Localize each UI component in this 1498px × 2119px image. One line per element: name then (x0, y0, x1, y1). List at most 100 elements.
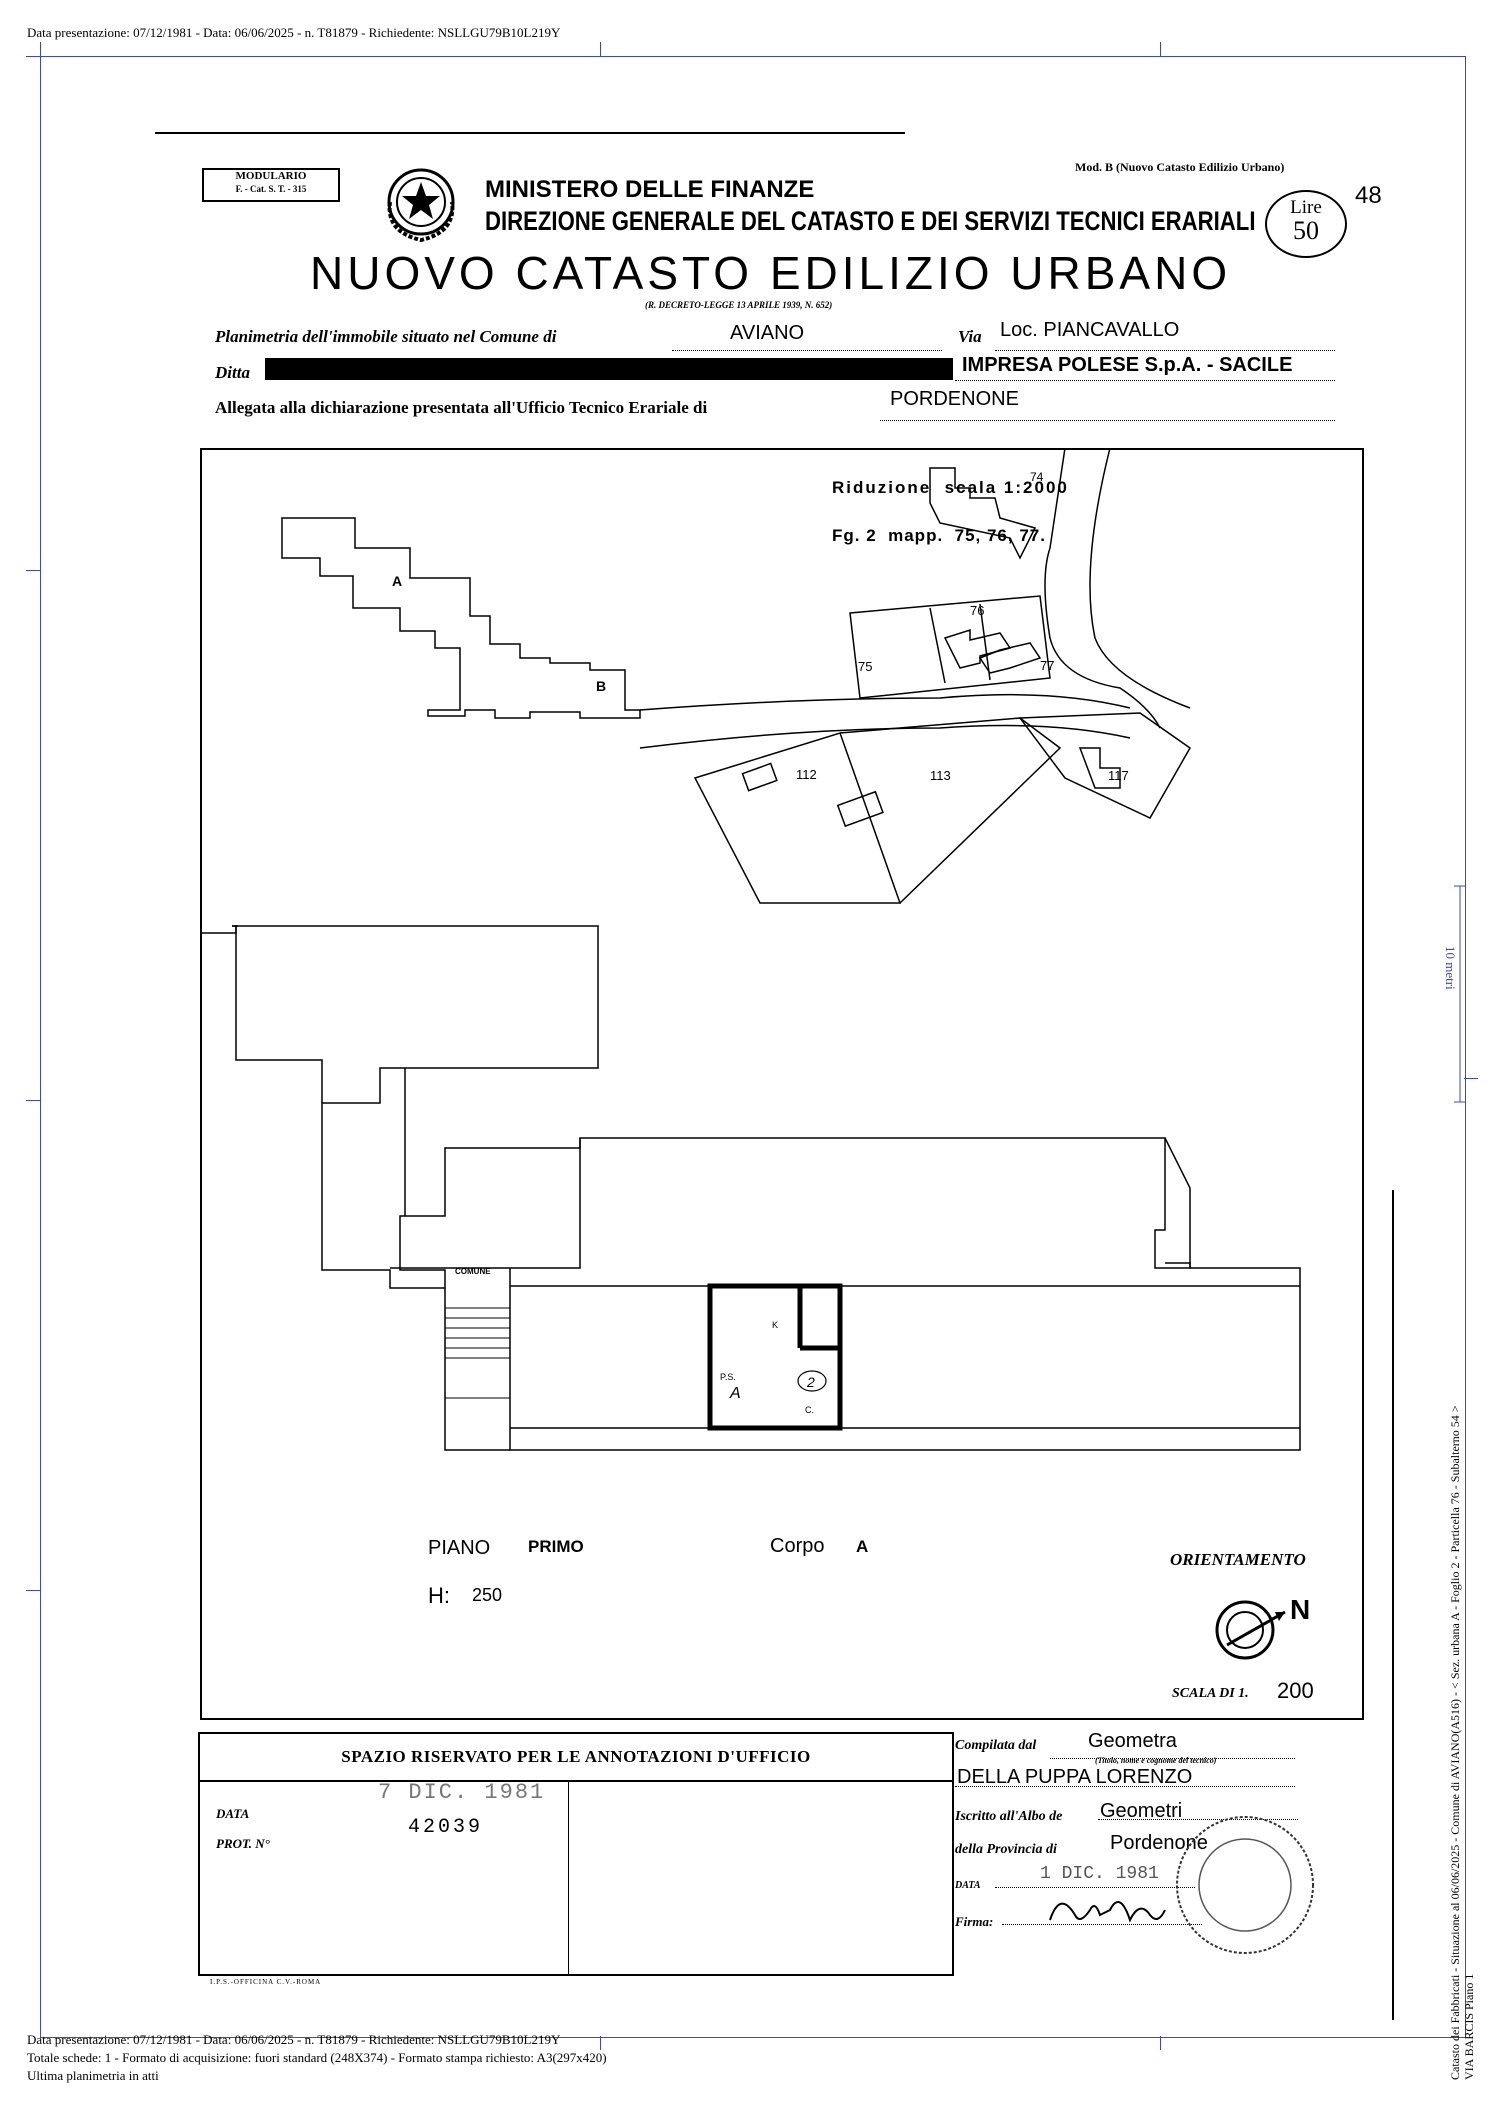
room-c-label: C. (805, 1405, 814, 1415)
direction-title: DIREZIONE GENERALE DEL CATASTO E DEI SER… (485, 206, 1256, 236)
scale-ruler (1454, 885, 1466, 1103)
via-value: Loc. PIANCAVALLO (1000, 319, 1180, 341)
office-data-label: DATA (216, 1806, 250, 1821)
foglio-label: Fg. 2 mapp. 75, 76, 77. (832, 526, 1046, 545)
firma-line (1002, 1922, 1202, 1925)
guide-tick (1160, 42, 1161, 56)
mod-b-label: Mod. B (Nuovo Catasto Edilizio Urbano) (1075, 160, 1285, 174)
ministry-title: MINISTERO DELLE FINANZE (485, 176, 815, 203)
side-text-line2: VIA BARCIS Piano 1 (1462, 1973, 1476, 2080)
office-prot-label: PROT. N° (216, 1836, 270, 1851)
guide-frame (40, 56, 1466, 2038)
parcel-112: 112 (796, 767, 817, 782)
republic-emblem-icon (387, 168, 455, 243)
top-rule (155, 132, 905, 134)
page-number: 48 (1355, 182, 1382, 209)
official-stamp (1176, 1816, 1314, 1954)
albo-value: Geometri (1100, 1800, 1183, 1822)
room-ps-label: P.S. (720, 1372, 736, 1382)
decree-text: (R. DECRETO-LEGGE 13 APRILE 1939, N. 652… (645, 300, 833, 310)
modulario-box: MODULARIO F. - Cat. S. T. - 315 (202, 168, 340, 202)
comune-value: AVIANO (730, 322, 805, 344)
guide-tick (40, 42, 41, 56)
office-data-value: 7 DIC. 1981 (378, 1780, 546, 1805)
ditta-field (955, 362, 1335, 381)
allegata-label: Allegata alla dichiarazione presentata a… (215, 398, 708, 417)
parcel-77: 77 (1040, 658, 1054, 673)
compiler-name: DELLA PUPPA LORENZO (957, 1766, 1193, 1788)
guide-tick (600, 42, 601, 56)
ditta-value: IMPRESA POLESE S.p.A. - SACILE (962, 354, 1293, 376)
parcel-75: 75 (858, 659, 872, 674)
compiler-title-note: (Titolo, nome e cognome del tecnico) (1095, 1756, 1217, 1765)
main-title: NUOVO CATASTO EDILIZIO URBANO (310, 247, 1232, 299)
plan-label-a: A (392, 573, 402, 589)
footer-line3: Ultima planimetria in atti (27, 2068, 159, 2083)
side-text-line1: Catasto dei Fabbricati - Situazione al 0… (1448, 1405, 1462, 2080)
signature-mark (1049, 1901, 1166, 1923)
footer-line1: Data presentazione: 07/12/1981 - Data: 0… (27, 2032, 561, 2047)
guide-tick (1464, 1078, 1478, 1079)
header-line: Data presentazione: 07/12/1981 - Data: 0… (27, 25, 561, 40)
scala-value: 200 (1277, 1678, 1314, 1703)
iscritto-label: Iscritto all'Albo de (955, 1809, 1063, 1824)
corpo-value: A (856, 1537, 869, 1556)
right-margin-line (1392, 1190, 1394, 2020)
lire-label: Lire (1290, 197, 1322, 218)
office-box: SPAZIO RISERVATO PER LE ANNOTAZIONI D'UF… (198, 1732, 954, 1976)
albo-line (1098, 1817, 1298, 1820)
firma-label: Firma: (955, 1914, 994, 1929)
parcel-76: 76 (970, 603, 984, 618)
piano-value: PRIMO (528, 1537, 584, 1556)
room-k-label: K (772, 1320, 778, 1330)
comune-room-label: COMUNE (455, 1267, 491, 1276)
svg-text:A: A (729, 1385, 741, 1402)
plan-frame (200, 448, 1364, 1720)
redaction-bar (265, 358, 953, 380)
guide-tick (1160, 2036, 1161, 2050)
orientamento-label: ORIENTAMENTO (1170, 1550, 1306, 1569)
riduzione-label: Riduzione scala 1:2000 (832, 478, 1069, 497)
north-label: N (1290, 1594, 1311, 1625)
scale-label: 10 metri (1443, 946, 1458, 990)
north-compass-icon (1215, 1600, 1286, 1660)
parcel-113: 113 (930, 768, 951, 783)
compiler-data-line (995, 1885, 1195, 1888)
guide-tick (600, 2036, 601, 2050)
floor-plan-drawing: A B 74 76 75 77 112 113 117 (200, 448, 1301, 1451)
scala-label: SCALA DI 1. (1172, 1686, 1249, 1701)
modulario-line2: F. - Cat. S. T. - 315 (235, 184, 307, 194)
footer-line2: Totale schede: 1 - Formato di acquisizio… (27, 2050, 607, 2065)
guide-tick (26, 570, 40, 571)
compiler-data-label: DATA (955, 1880, 981, 1891)
office-prot-value: 42039 (408, 1816, 484, 1839)
piano-label: PIANO (428, 1537, 491, 1559)
via-field (995, 330, 1335, 351)
ufficio-value: PORDENONE (890, 388, 1019, 410)
office-divider (568, 1780, 569, 1974)
corpo-label: Corpo (770, 1535, 825, 1557)
modulario-line1: MODULARIO (235, 170, 307, 182)
lire-value: 50 (1293, 216, 1319, 245)
comune-field (672, 330, 942, 351)
printer-mark: I.P.S.-OFFICINA C.V.-ROMA (210, 1978, 322, 1986)
provincia-value: Pordenone (1110, 1832, 1208, 1854)
ufficio-field (880, 402, 1335, 421)
ditta-label: Ditta (215, 363, 250, 382)
office-heading: SPAZIO RISERVATO PER LE ANNOTAZIONI D'UF… (200, 1734, 952, 1782)
compiler-data-value: 1 DIC. 1981 (1040, 1864, 1159, 1884)
compilata-field (1050, 1744, 1295, 1759)
guide-tick (26, 56, 40, 57)
parcel-117: 117 (1108, 768, 1129, 783)
parcel-74: 74 (1030, 470, 1044, 484)
compilata-label: Compilata dal (955, 1738, 1037, 1753)
guide-tick (26, 1590, 40, 1591)
lire-stamp: Lire 50 (1265, 190, 1347, 258)
planimetria-label: Planimetria dell'immobile situato nel Co… (215, 327, 557, 346)
svg-text:2: 2 (806, 1374, 815, 1390)
h-label: H: (428, 1583, 450, 1608)
guide-tick (26, 1100, 40, 1101)
plan-label-b: B (596, 678, 606, 694)
compiler-title: Geometra (1088, 1730, 1177, 1752)
via-label: Via (958, 327, 982, 346)
